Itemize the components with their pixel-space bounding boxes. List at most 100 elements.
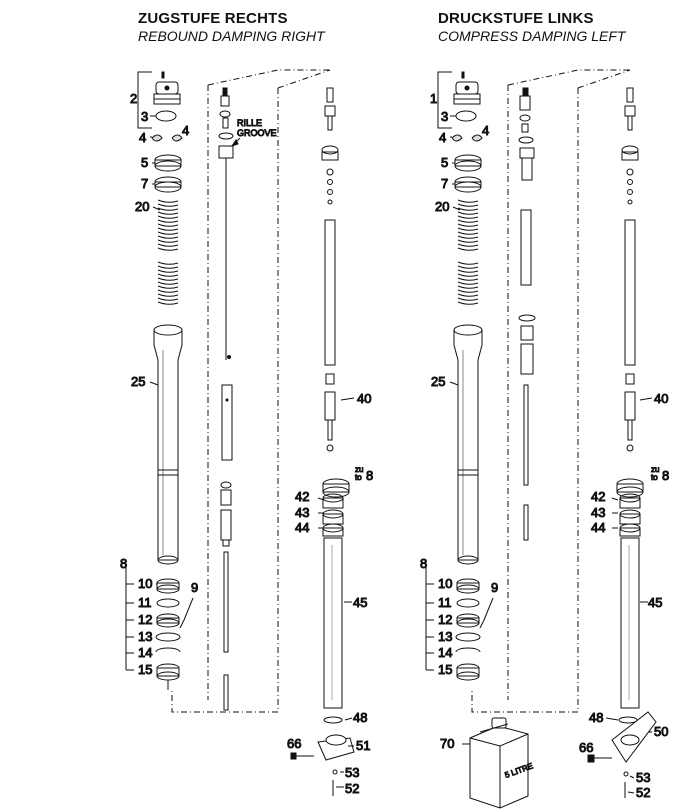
right-label-70: 70 xyxy=(440,736,454,751)
spring-coil xyxy=(457,285,479,289)
left-label-8: 8 xyxy=(120,556,127,571)
right-label-8: 8 xyxy=(420,556,427,571)
spring-coil xyxy=(157,277,179,281)
left-o-ring-3 xyxy=(155,110,177,122)
left-washer-7 xyxy=(154,176,182,193)
spring-coil xyxy=(457,203,479,207)
spring-coil xyxy=(157,273,179,277)
right-bracket-1 xyxy=(437,71,452,129)
spring-coil xyxy=(457,235,479,239)
left-label-11: 11 xyxy=(138,595,152,610)
left-subtitle: REBOUND DAMPING RIGHT xyxy=(138,28,325,44)
spring-coil xyxy=(157,247,179,251)
spring-coil xyxy=(457,207,479,211)
spring-coil xyxy=(157,269,179,273)
left-label-25: 25 xyxy=(131,374,145,389)
spring-coil xyxy=(457,281,479,285)
right-label-44: 44 xyxy=(591,520,605,535)
left-label-10: 10 xyxy=(138,576,152,591)
left-guide-top xyxy=(207,69,330,86)
right-label-8-to: 8 xyxy=(662,468,669,483)
left-cartridge xyxy=(290,87,355,796)
spring-coil xyxy=(157,223,179,227)
left-guide-link xyxy=(277,69,331,89)
left-label-40: 40 xyxy=(357,391,371,406)
spring-coil xyxy=(157,231,179,235)
right-assembly: 5 LITRE 1 3 4 4 5 7 20 25 xyxy=(420,69,670,809)
left-label-2: 2 xyxy=(130,91,137,106)
left-label-12: 12 xyxy=(138,612,152,627)
spring-coil xyxy=(157,289,179,293)
right-clip-4b xyxy=(471,134,483,142)
left-guide-box xyxy=(171,88,279,713)
right-label-7: 7 xyxy=(441,176,448,191)
spring-coil xyxy=(157,301,179,305)
right-guide-top xyxy=(507,69,630,86)
spring-coil xyxy=(157,281,179,285)
right-label-4b: 4 xyxy=(482,123,489,138)
spring-coil xyxy=(457,239,479,243)
spring-coil xyxy=(157,235,179,239)
right-title: DRUCKSTUFE LINKS xyxy=(438,10,594,27)
right-label-3: 3 xyxy=(441,109,448,124)
left-label-66: 66 xyxy=(287,736,301,751)
spring-coil xyxy=(457,215,479,219)
left-seal-stack xyxy=(155,578,181,690)
left-label-groove: GROOVE xyxy=(237,128,277,138)
left-label-9: 9 xyxy=(191,580,198,595)
spring-coil xyxy=(157,211,179,215)
spring-coil xyxy=(457,261,479,265)
right-label-40: 40 xyxy=(654,391,668,406)
right-label-9: 9 xyxy=(491,580,498,595)
left-label-48: 48 xyxy=(353,710,367,725)
spring-coil xyxy=(457,223,479,227)
left-washer-5 xyxy=(154,154,182,172)
spring-coil xyxy=(457,301,479,305)
right-washer-7 xyxy=(454,176,482,193)
right-label-52: 52 xyxy=(636,785,650,800)
spring-coil xyxy=(157,243,179,247)
right-damper-rod xyxy=(518,87,536,541)
left-outer-tube-25 xyxy=(153,324,183,565)
right-seal-stack xyxy=(455,578,481,681)
left-leaders xyxy=(125,115,355,788)
oil-can: 5 LITRE xyxy=(469,717,535,809)
spring-coil xyxy=(157,261,179,265)
right-screw-cap xyxy=(453,71,481,105)
left-screw-cap xyxy=(153,71,181,105)
right-label-to: to xyxy=(651,473,658,482)
right-washer-5 xyxy=(454,154,482,172)
right-label-45: 45 xyxy=(648,595,662,610)
right-label-11: 11 xyxy=(438,595,452,610)
right-label-4a: 4 xyxy=(439,130,446,145)
right-clip-4a xyxy=(451,134,463,142)
right-label-42: 42 xyxy=(591,489,605,504)
left-label-13: 13 xyxy=(138,629,152,644)
left-label-52: 52 xyxy=(345,781,359,796)
left-label-20: 20 xyxy=(135,199,149,214)
left-label-51: 51 xyxy=(356,738,370,753)
right-label-10: 10 xyxy=(438,576,452,591)
spring-coil xyxy=(457,231,479,235)
left-label-8-to: 8 xyxy=(366,468,373,483)
spring-coil xyxy=(157,215,179,219)
spring-coil xyxy=(457,289,479,293)
left-label-rille: RILLE xyxy=(237,118,262,128)
spring-coil xyxy=(157,203,179,207)
spring-coil xyxy=(157,285,179,289)
spring-coil xyxy=(457,219,479,223)
left-clip-4a xyxy=(151,134,163,142)
spring-coil xyxy=(457,273,479,277)
left-label-5: 5 xyxy=(141,155,148,170)
left-spring-20 xyxy=(157,199,179,305)
left-title: ZUGSTUFE RECHTS xyxy=(138,10,288,27)
right-subtitle: COMPRESS DAMPING LEFT xyxy=(438,28,626,44)
right-label-48: 48 xyxy=(589,710,603,725)
left-label-43: 43 xyxy=(295,505,309,520)
spring-coil xyxy=(157,297,179,301)
spring-coil xyxy=(457,247,479,251)
left-assembly: 2 3 4 4 5 7 20 25 8 9 10 11 12 13 14 15 … xyxy=(120,69,374,797)
spring-coil xyxy=(157,219,179,223)
right-label-13: 13 xyxy=(438,629,452,644)
